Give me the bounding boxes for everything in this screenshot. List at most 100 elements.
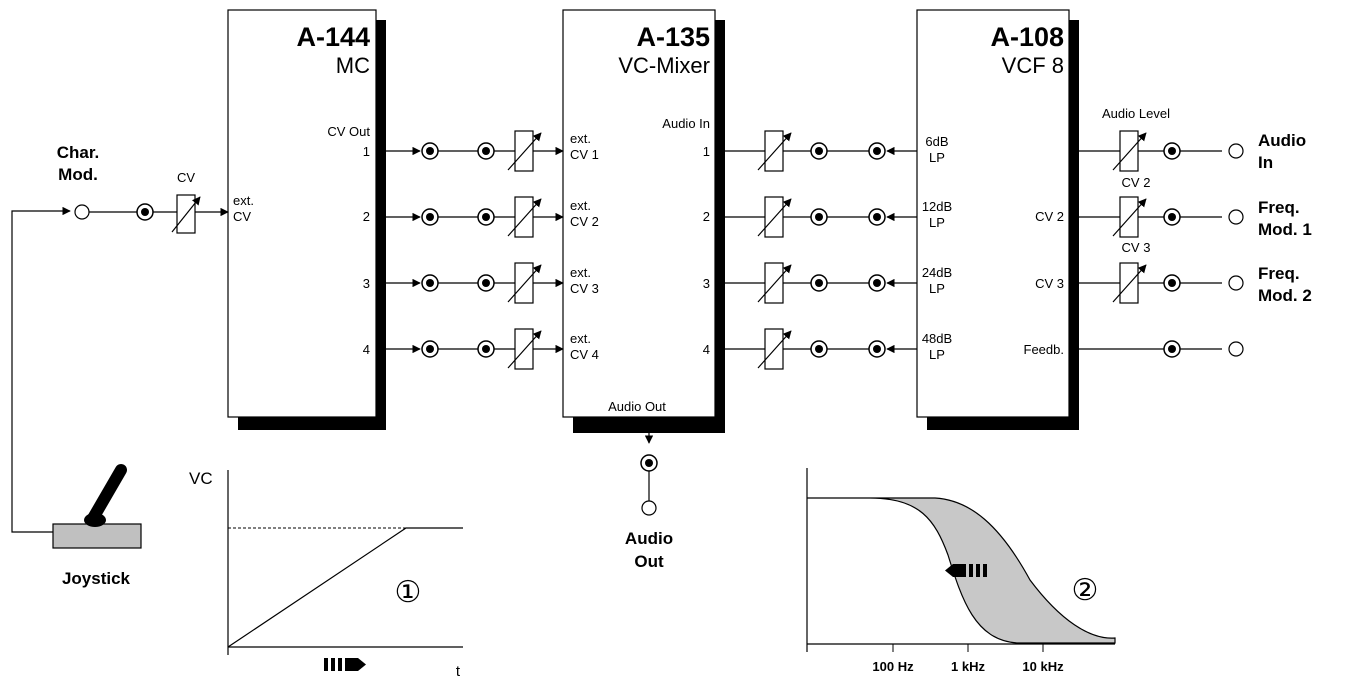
a135-ext-4b: CV 4 <box>570 347 599 362</box>
jack-icon <box>421 208 439 226</box>
attenuator-icon <box>507 262 542 304</box>
tick-label-10khz: 10 kHz <box>1022 659 1064 674</box>
jack-icon <box>640 454 658 472</box>
a135-ext-3a: ext. <box>570 265 591 280</box>
vcf-input-connections: Audio Level CV 2 CV 3 <box>1069 106 1312 358</box>
jack-icon <box>477 340 495 358</box>
a135-ext-4a: ext. <box>570 331 591 346</box>
jack-icon <box>810 274 828 292</box>
jack-icon <box>136 203 154 221</box>
attenuator-icon <box>1112 196 1147 238</box>
a108-out-4a: 48dB <box>922 331 952 346</box>
graph-vc-time: VC ① t <box>189 469 463 680</box>
tick-label-100hz: 100 Hz <box>872 659 914 674</box>
jack-icon <box>477 142 495 160</box>
a144-ext-label: ext. <box>233 193 254 208</box>
attenuator-icon <box>757 328 792 370</box>
char-mod-label-2: Mod. <box>58 165 98 184</box>
jack-icon <box>1163 208 1181 226</box>
a135-ext-1a: ext. <box>570 131 591 146</box>
a144-cv-label: CV <box>233 209 251 224</box>
a144-cv-out-label: CV Out <box>327 124 370 139</box>
a135-in-3: 3 <box>703 276 710 291</box>
a108-out-2a: 12dB <box>922 199 952 214</box>
freq-mod-2-label-2: Mod. 2 <box>1258 286 1312 305</box>
cv-row-3 <box>377 262 564 304</box>
audio-in-label-1: Audio <box>1258 131 1306 150</box>
cv-row-2 <box>377 196 564 238</box>
jack-icon <box>868 340 886 358</box>
char-mod-label-1: Char. <box>57 143 100 162</box>
module-a135: A-135 VC-Mixer Audio In Audio Out ext. C… <box>562 9 725 433</box>
audio-out-label-1: Audio <box>625 529 673 548</box>
a108-out-2b: LP <box>929 215 945 230</box>
jack-icon <box>1163 142 1181 160</box>
a108-subtitle: VCF 8 <box>1002 53 1064 78</box>
jack-icon <box>477 274 495 292</box>
graph-filter-response: 100 Hz 1 kHz 10 kHz ② <box>806 468 1116 674</box>
tick-label-1khz: 1 kHz <box>951 659 985 674</box>
freq-mod-1-label-1: Freq. <box>1258 198 1300 217</box>
attenuator-icon <box>507 130 542 172</box>
a135-audio-in-label: Audio In <box>662 116 710 131</box>
joystick-label: Joystick <box>62 569 131 588</box>
a135-ext-2b: CV 2 <box>570 214 599 229</box>
attenuator-icon <box>1112 262 1147 304</box>
jack-icon <box>421 274 439 292</box>
a108-out-3a: 24dB <box>922 265 952 280</box>
jack-icon <box>1163 274 1181 292</box>
cv-row-4 <box>377 328 564 370</box>
vcf-input-row-feedback <box>1069 340 1244 358</box>
attenuator-icon <box>757 196 792 238</box>
a108-in-cv3: CV 3 <box>1035 276 1064 291</box>
input-socket-icon <box>1228 143 1244 159</box>
a144-subtitle: MC <box>336 53 370 78</box>
jack-icon <box>421 340 439 358</box>
freq-mod-1-label-2: Mod. 1 <box>1258 220 1312 239</box>
a135-ext-3b: CV 3 <box>570 281 599 296</box>
jack-icon <box>868 274 886 292</box>
a135-in-4: 4 <box>703 342 710 357</box>
cv-row-1 <box>377 130 564 172</box>
module-a108: A-108 VCF 8 6dB LP 12dB LP 24dB LP 48dB … <box>916 9 1079 430</box>
jack-icon <box>868 142 886 160</box>
char-mod-chain: Char. Mod. CV <box>11 143 229 533</box>
a108-out-1b: LP <box>929 150 945 165</box>
freq-mod-2-label-1: Freq. <box>1258 264 1300 283</box>
a108-in-feedback: Feedb. <box>1024 342 1064 357</box>
attenuator-icon <box>757 130 792 172</box>
mixer-audio-out: Audio Out <box>625 417 673 571</box>
joystick-wire <box>11 206 71 533</box>
audio-in-label-2: In <box>1258 153 1273 172</box>
a108-in-cv2: CV 2 <box>1035 209 1064 224</box>
input-socket-icon <box>1228 209 1244 225</box>
a135-ext-2a: ext. <box>570 198 591 213</box>
a135-in-2: 2 <box>703 209 710 224</box>
jack-icon <box>810 208 828 226</box>
cv3-attenuator-label: CV 3 <box>1122 240 1151 255</box>
graph1-x-label: t <box>456 663 461 680</box>
audio-out-label-2: Out <box>634 552 664 571</box>
cutoff-arrow-icon <box>945 564 987 577</box>
a108-out-4b: LP <box>929 347 945 362</box>
attenuator-icon <box>507 328 542 370</box>
audio-row-2 <box>715 196 917 238</box>
graph1-marker: ① <box>395 576 422 609</box>
audio-row-1 <box>715 130 917 172</box>
attenuator-icon <box>757 262 792 304</box>
graph2-marker: ② <box>1072 574 1099 607</box>
char-mod-socket-icon <box>74 204 90 220</box>
audio-level-label: Audio Level <box>1102 106 1170 121</box>
jack-icon <box>421 142 439 160</box>
attenuator-icon <box>1112 130 1147 172</box>
jack-icon <box>868 208 886 226</box>
vcf-to-mixer-connections <box>715 130 917 370</box>
mc-to-mixer-connections <box>377 130 564 370</box>
cv2-attenuator-label: CV 2 <box>1122 175 1151 190</box>
jack-icon <box>810 340 828 358</box>
a108-out-3b: LP <box>929 281 945 296</box>
a135-subtitle: VC-Mixer <box>618 53 710 78</box>
a144-out-2: 2 <box>363 209 370 224</box>
joystick-icon <box>52 464 142 549</box>
